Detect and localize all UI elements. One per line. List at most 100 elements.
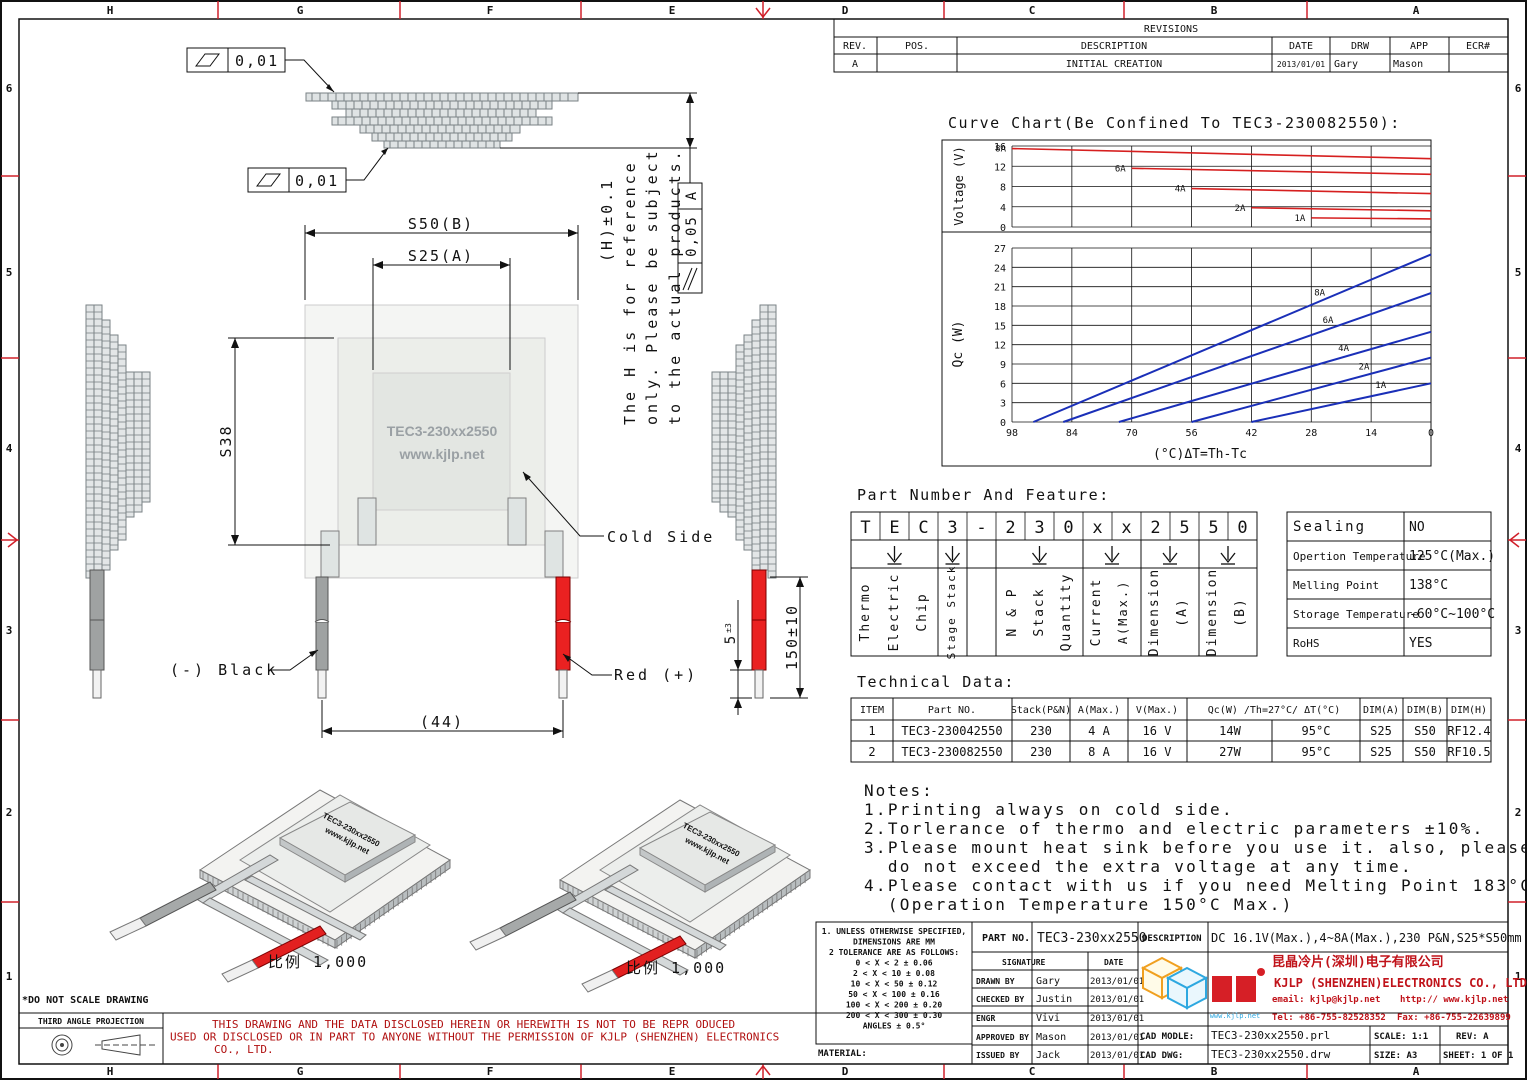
note-line: 3.Please mount heat sink before you use … (864, 838, 1527, 857)
revision-header: REV. (843, 41, 867, 52)
cad-dwg-value: TEC3-230xx2550.drw (1211, 1048, 1331, 1061)
feature-label: Opertion Temperature (1293, 550, 1425, 563)
technical-cell: S50 (1414, 745, 1436, 759)
part-number-char: x (1121, 518, 1131, 538)
company-fax: Fax: +86-755-22639899 (1397, 1013, 1511, 1023)
technical-header: A(Max.) (1078, 705, 1120, 716)
disclaimer-line: CO., LTD. (214, 1043, 274, 1056)
technical-cell: S50 (1414, 724, 1436, 738)
technical-cell: 8 A (1088, 745, 1110, 759)
part-number-title: Part Number And Feature: (857, 486, 1110, 504)
svg-text:0,05: 0,05 (684, 215, 700, 257)
part-no-value: TEC3-230xx2550 (1037, 931, 1147, 946)
part-number-char: - (976, 518, 986, 538)
dimension-44: (44) (420, 713, 464, 731)
people-date: 2013/01/01 (1090, 1051, 1144, 1061)
zone-top-B: B (1211, 4, 1218, 17)
qc-y-tick-label: 21 (994, 283, 1006, 294)
module-print-line2: www.kjlp.net (398, 446, 484, 462)
down-arrow-icon (1104, 552, 1120, 564)
technical-cell: 95°C (1302, 745, 1331, 759)
people-role: CHECKED BY (976, 995, 1024, 1004)
technical-header: Stack(P&N) (1011, 705, 1071, 716)
voltage-series-line (1191, 187, 1432, 195)
zone-bottom-F: F (487, 1065, 494, 1078)
meaning-electric: Electric (887, 573, 902, 652)
qc-x-axis-label: (°C)ΔT=Th-Tc (1153, 447, 1247, 462)
qc-x-tick-label: 0 (1428, 428, 1434, 439)
technical-cell: S25 (1370, 745, 1392, 759)
revision-cell: Gary (1334, 59, 1358, 70)
technical-cell: RF12.4 (1447, 724, 1490, 738)
zone-bottom-H: H (107, 1065, 114, 1078)
part-number-char: T (860, 518, 870, 538)
revision-header: POS. (905, 41, 929, 52)
zone-bottom-E: E (669, 1065, 676, 1078)
revision-header: DRW (1351, 41, 1370, 52)
technical-cell: TEC3-230042550 (901, 724, 1002, 738)
part-number-char: 5 (1179, 518, 1189, 538)
description-value: DC 16.1V(Max.),4~8A(Max.),230 P&N,S25*S5… (1211, 931, 1522, 945)
qc-series-label: 8A (1314, 288, 1325, 298)
zone-top-E: E (669, 4, 676, 17)
voltage-series-label: 2A (1235, 204, 1246, 214)
people-name: Mason (1036, 1032, 1066, 1043)
cad-dwg-label: CAD DWG: (1140, 1051, 1183, 1061)
size-label: SIZE: A3 (1374, 1051, 1417, 1061)
disclaimer-line: USED OR DISCLOSED OR IN PART TO ANYONE W… (170, 1031, 779, 1044)
part-number-char: 0 (1063, 518, 1073, 538)
feature-label: Melling Point (1293, 579, 1379, 592)
qc-y-tick-label: 6 (1000, 379, 1006, 390)
down-arrow-icon (1031, 552, 1048, 564)
curve-chart: Curve Chart(Be Confined To TEC3-23008255… (941, 114, 1434, 467)
revision-header: DESCRIPTION (1081, 41, 1147, 52)
zone-top-D: D (842, 4, 849, 17)
zone-top-F: F (487, 4, 494, 17)
part-no-label: PART NO. (982, 933, 1030, 944)
part-number-char: 0 (1237, 518, 1247, 538)
kjlp-logo: www.kjlp.net (1140, 956, 1265, 1020)
scale-label: SCALE: 1:1 (1374, 1032, 1428, 1042)
qc-y-tick-label: 0 (1000, 418, 1006, 429)
people-role: ISSUED BY (976, 1051, 1020, 1060)
note-line: do not exceed the extra voltage at any t… (864, 857, 1413, 876)
zone-bottom-D: D (842, 1065, 849, 1078)
voltage-tick-label: 12 (994, 162, 1006, 173)
do-not-scale-note: *DO NOT SCALE DRAWING (22, 995, 148, 1006)
feature-value: 125°C(Max.) (1409, 549, 1495, 564)
voltage-series-label: 4A (1175, 185, 1186, 195)
title-block: *DO NOT SCALE DRAWING THIRD ANGLE PROJEC… (18, 921, 1527, 1065)
part-number-char: 3 (1034, 518, 1044, 538)
zone-bottom-G: G (297, 1065, 304, 1078)
zone-right-3: 3 (1515, 624, 1522, 637)
projection-label: THIRD ANGLE PROJECTION (38, 1017, 144, 1026)
qc-series-line (1118, 330, 1432, 423)
company-tel: Tel: +86-755-82528352 (1272, 1013, 1386, 1023)
zone-right-4: 4 (1515, 442, 1522, 455)
part-number-char: 2 (1150, 518, 1160, 538)
dimension-a: S25(A) (408, 247, 474, 265)
revision-header: ECR# (1466, 41, 1490, 52)
company-chinese: 昆晶冷片(深圳)电子有限公司 (1272, 954, 1444, 970)
meaning-stage-stack: Stage Stack (945, 565, 958, 660)
technical-header: DIM(A) (1363, 705, 1399, 716)
qc-x-tick-label: 98 (1006, 428, 1018, 439)
h-note-line: to the actual products. (666, 148, 684, 425)
meaning-stack: Stack (1032, 587, 1047, 636)
revisions-title: REVISIONS (1144, 24, 1198, 35)
down-arrow-icon (886, 552, 903, 564)
technical-table-frame (850, 697, 1492, 763)
people-name: Vivi (1036, 1013, 1060, 1024)
voltage-series-line (1311, 217, 1432, 220)
black-lead-wire (314, 576, 330, 699)
part-number-char: x (1092, 518, 1102, 538)
part-number-char: 2 (1005, 518, 1015, 538)
technical-header: Qc(W) /Th=27°C/ ΔT(°C) (1208, 705, 1340, 716)
zone-right-5: 5 (1515, 266, 1522, 279)
qc-x-tick-label: 28 (1305, 428, 1317, 439)
notes-title: Notes: (864, 781, 934, 800)
